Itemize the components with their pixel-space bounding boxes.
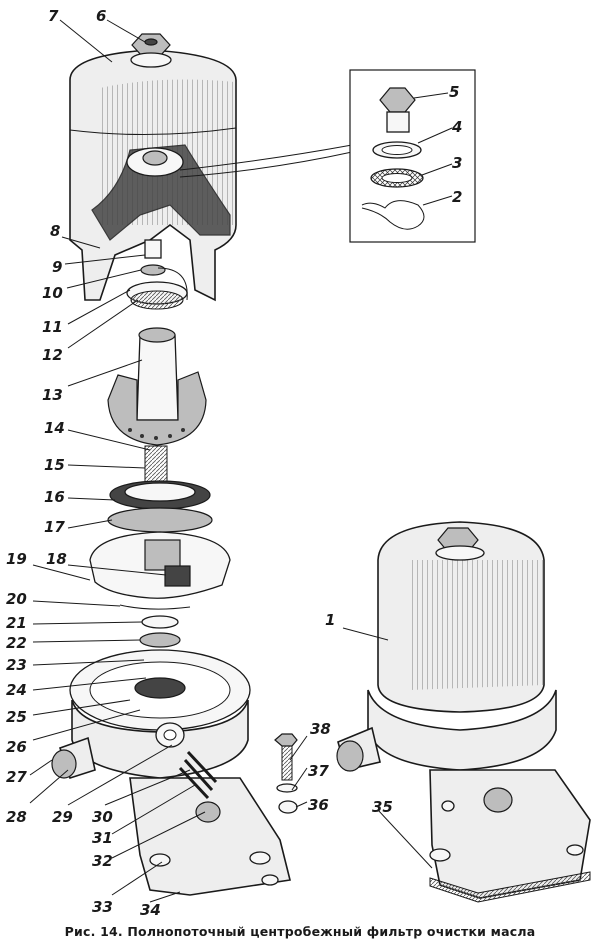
label-21: 21 bbox=[6, 614, 27, 632]
label-16: 16 bbox=[44, 488, 65, 506]
part-number-labels: 1 2 3 4 5 6 7 8 9 10 11 12 13 14 15 16 1… bbox=[6, 7, 462, 919]
label-24: 24 bbox=[6, 681, 27, 699]
label-26: 26 bbox=[6, 738, 27, 756]
label-34: 34 bbox=[140, 901, 161, 919]
rotor-stack bbox=[89, 239, 231, 599]
label-5: 5 bbox=[449, 83, 459, 101]
label-25: 25 bbox=[6, 708, 27, 726]
assembled-filter bbox=[336, 521, 591, 903]
label-29: 29 bbox=[52, 808, 73, 826]
label-17: 17 bbox=[44, 518, 65, 536]
label-22: 22 bbox=[6, 634, 27, 652]
label-8: 8 bbox=[50, 222, 60, 240]
label-3: 3 bbox=[452, 154, 462, 172]
label-33: 33 bbox=[92, 898, 113, 916]
label-23: 23 bbox=[6, 656, 27, 674]
label-35: 35 bbox=[372, 798, 393, 816]
leader-lines bbox=[29, 19, 453, 903]
label-38: 38 bbox=[310, 720, 331, 738]
label-18: 18 bbox=[46, 550, 67, 568]
label-36: 36 bbox=[308, 796, 329, 814]
label-20: 20 bbox=[6, 590, 27, 608]
label-28: 28 bbox=[6, 808, 27, 826]
label-30: 30 bbox=[92, 808, 113, 826]
label-7: 7 bbox=[48, 7, 59, 25]
label-32: 32 bbox=[92, 852, 113, 870]
label-27: 27 bbox=[6, 768, 27, 786]
label-2: 2 bbox=[452, 188, 462, 206]
label-14: 14 bbox=[44, 419, 65, 437]
housing-left bbox=[51, 649, 298, 896]
cap-cutaway bbox=[69, 33, 353, 302]
label-6: 6 bbox=[96, 7, 106, 25]
label-9: 9 bbox=[52, 258, 62, 276]
label-1: 1 bbox=[325, 611, 335, 629]
label-12: 12 bbox=[42, 346, 63, 364]
label-13: 13 bbox=[42, 386, 63, 404]
label-10: 10 bbox=[42, 284, 63, 302]
label-31: 31 bbox=[92, 829, 113, 847]
label-19: 19 bbox=[6, 550, 27, 568]
label-4: 4 bbox=[451, 118, 462, 136]
label-11: 11 bbox=[42, 318, 63, 336]
inset-box bbox=[349, 69, 476, 243]
label-37: 37 bbox=[308, 762, 329, 780]
label-15: 15 bbox=[44, 456, 65, 474]
figure-caption: Рис. 14. Полнопоточный центробежный филь… bbox=[64, 924, 536, 939]
